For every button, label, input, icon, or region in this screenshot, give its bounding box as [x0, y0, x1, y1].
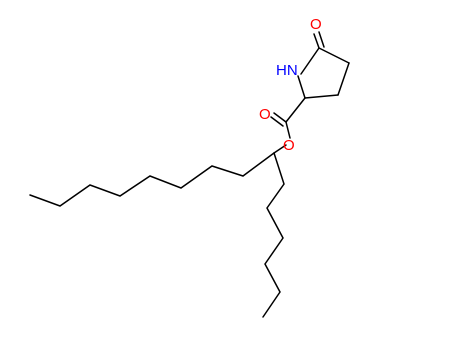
ester-double-bond-a — [273, 112, 287, 123]
ring-bond-c2-c3 — [318, 47, 350, 64]
ring-bond-c3-c4 — [337, 62, 350, 96]
lactam-double-bond-a — [313, 33, 320, 49]
ester-single-bond-o — [285, 121, 291, 139]
alkyl-chain-left — [29, 152, 275, 207]
lactam-oxygen-label: O — [310, 16, 322, 33]
alkyl-chain-right — [262, 152, 285, 318]
ring-bond-c4-c5 — [304, 94, 339, 99]
ester-oxygen-label: O — [283, 137, 295, 154]
ester-group — [270, 97, 306, 154]
pyrrolidinone-ring — [297, 47, 350, 99]
ring-to-ester-carbon — [285, 97, 306, 123]
chain-left-bonds — [29, 152, 275, 207]
ester-double-bond-b — [270, 116, 284, 127]
ring-nitrogen-label: HN — [276, 62, 298, 79]
chain-right-bonds — [262, 152, 285, 318]
ring-bond-c5-nh — [297, 75, 306, 99]
lactam-carbonyl — [313, 31, 325, 49]
lactam-double-bond-b — [318, 31, 325, 48]
ring-bond-nh-c2 — [300, 47, 320, 75]
ester-o-to-ch — [273, 144, 287, 154]
ester-carbonyl-oxygen-label: O — [259, 106, 271, 123]
